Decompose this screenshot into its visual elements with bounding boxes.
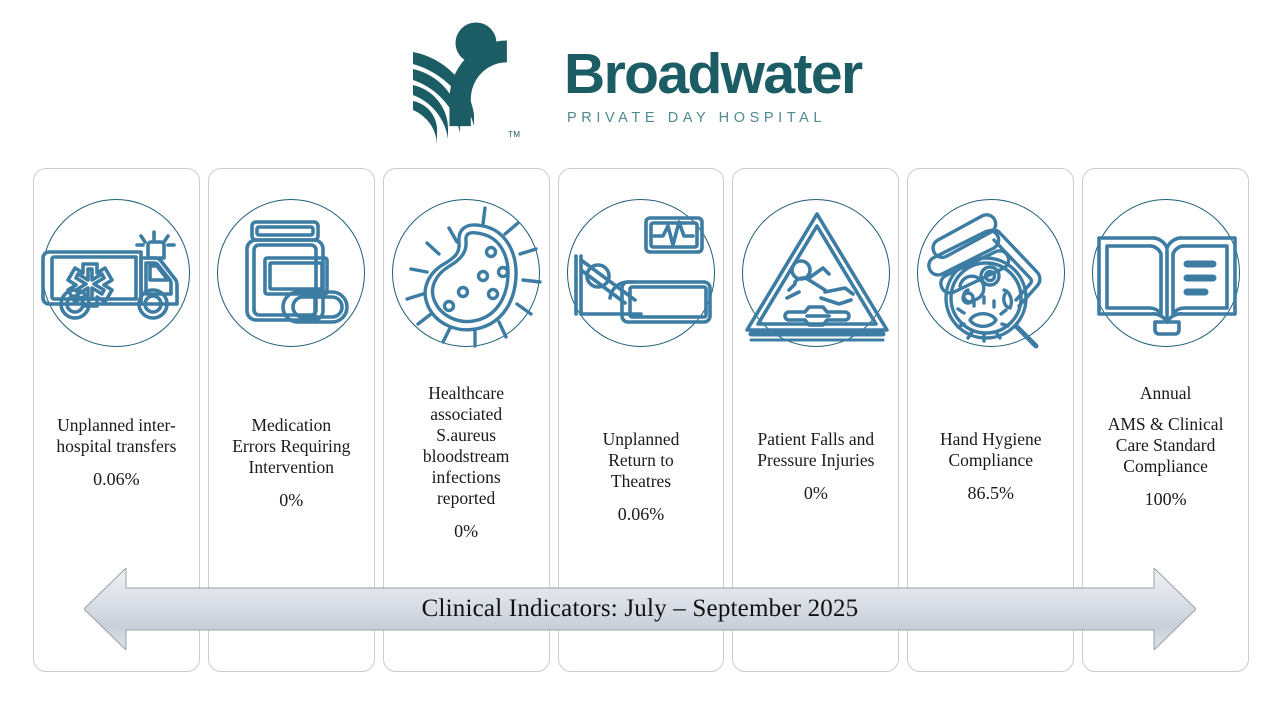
hospital-bed-monitor-icon [567, 199, 715, 347]
brand-logo: TM Broadwater PRIVATE DAY HOSPITAL [412, 22, 882, 147]
brand-tagline: PRIVATE DAY HOSPITAL [567, 110, 827, 126]
bacteria-icon [392, 199, 542, 348]
card-text-block: Medication Errors Requiring Intervention… [209, 415, 374, 511]
trademark-symbol: TM [508, 130, 521, 139]
open-book-icon [1091, 199, 1240, 347]
indicator-label: Patient Falls and Pressure Injuries [757, 429, 875, 470]
indicator-value: 0% [803, 483, 828, 503]
indicator-period-label: Annual [1139, 383, 1192, 403]
indicator-value: 0% [279, 490, 304, 510]
indicator-label: Unplanned Return to Theatres [602, 429, 680, 491]
indicator-label: Healthcare associated S.aureus bloodstre… [422, 383, 510, 508]
period-banner: Clinical Indicators: July – September 20… [84, 568, 1196, 650]
indicator-value: 0.06% [617, 504, 665, 524]
card-text-block: Healthcare associated S.aureus bloodstre… [384, 383, 549, 542]
indicator-label: Medication Errors Requiring Intervention [232, 415, 351, 477]
brand-wordmark: Broadwater PRIVATE DAY HOSPITAL [564, 22, 863, 128]
card-text-block: Unplanned Return to Theatres 0.06% [559, 429, 724, 525]
page-header: TM Broadwater PRIVATE DAY HOSPITAL [0, 0, 1280, 160]
indicator-value: 0% [454, 521, 479, 541]
indicator-value: 100% [1144, 489, 1187, 509]
indicator-label: AMS & Clinical Care Standard Compliance [1107, 414, 1224, 476]
brand-name: Broadwater [564, 42, 863, 106]
card-text-block: Unplanned inter- hospital transfers 0.06… [34, 415, 199, 490]
broadwater-figure-logo-icon: TM [412, 22, 524, 147]
hand-hygiene-icon [916, 199, 1065, 349]
banner-title: Clinical Indicators: July – September 20… [421, 595, 859, 622]
card-text-block: Annual AMS & Clinical Care Standard Comp… [1083, 383, 1248, 510]
slip-hazard-icon [741, 199, 890, 347]
indicator-label: Unplanned inter- hospital transfers [56, 415, 177, 456]
card-text-block: Patient Falls and Pressure Injuries 0% [733, 429, 898, 504]
ambulance-icon [41, 199, 191, 347]
indicator-value: 0.06% [93, 469, 140, 489]
card-text-block: Hand Hygiene Compliance 86.5% [908, 429, 1073, 504]
indicator-value: 86.5% [967, 483, 1014, 503]
medication-bottle-icon [217, 199, 366, 347]
double-headed-arrow-icon [84, 568, 1196, 650]
indicator-label: Hand Hygiene Compliance [939, 429, 1042, 470]
